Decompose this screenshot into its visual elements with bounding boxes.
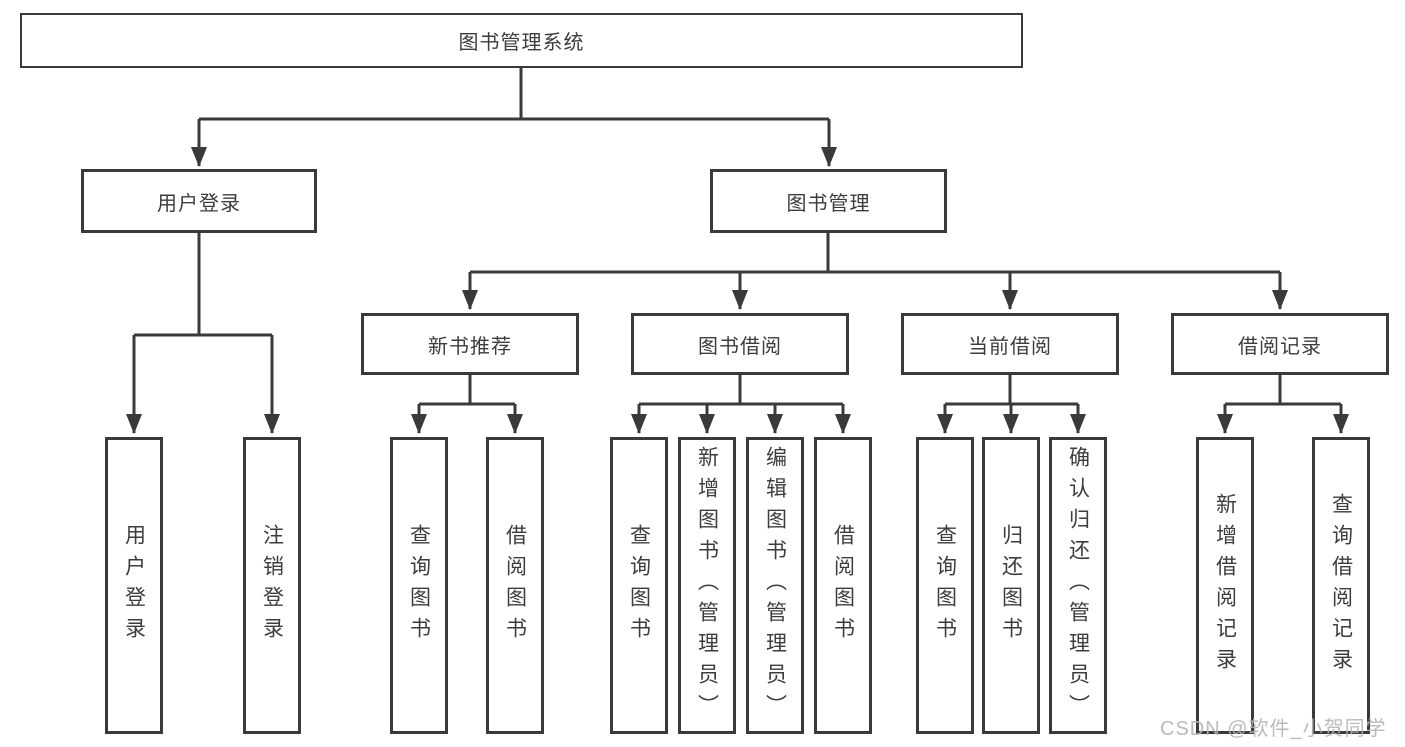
node-label: 查询图书 [627,523,651,648]
node-label: 当前借阅 [968,335,1052,358]
node-label: 归还图书 [999,523,1023,648]
leaf-query-books-current: 查询图书 [916,437,974,734]
leaf-add-book-admin: 新增图书（管理员） [678,437,736,734]
node-label: 用户登录 [157,192,241,215]
node-label: 查询图书 [407,523,431,648]
node-label: 借阅图书 [831,523,855,648]
leaf-borrow-books-recommend: 借阅图书 [486,437,544,734]
leaf-confirm-return-admin: 确认归还（管理员） [1049,437,1107,734]
csdn-watermark: CSDN @软件_小贺同学 [1160,718,1387,740]
node-label: 新增图书（管理员） [695,446,719,725]
node-label: 用户登录 [122,523,146,648]
leaf-logout: 注销登录 [243,437,301,734]
node-label: 编辑图书（管理员） [763,446,787,725]
node-user-login: 用户登录 [81,169,317,233]
node-label: 新增借阅记录 [1213,492,1237,679]
node-label: 查询图书 [933,523,957,648]
node-label: 注销登录 [260,523,284,648]
node-current-borrowing: 当前借阅 [901,313,1119,375]
leaf-query-books-borrowing: 查询图书 [610,437,668,734]
node-label: 图书管理系统 [458,32,585,54]
leaf-user-login: 用户登录 [105,437,163,734]
leaf-borrow-books-borrowing: 借阅图书 [814,437,872,734]
node-borrowing-records: 借阅记录 [1171,313,1389,375]
leaf-add-borrow-record: 新增借阅记录 [1196,437,1254,734]
node-label: 借阅记录 [1238,335,1322,358]
node-label: 图书管理 [786,192,871,215]
leaf-query-books-recommend: 查询图书 [390,437,448,734]
node-label: 图书借阅 [698,335,782,358]
node-library-management-system: 图书管理系统 [20,13,1023,68]
node-book-management: 图书管理 [710,169,947,233]
node-label: 查询借阅记录 [1329,492,1353,679]
leaf-edit-book-admin: 编辑图书（管理员） [746,437,804,734]
leaf-query-borrow-record: 查询借阅记录 [1312,437,1370,734]
node-label: 新书推荐 [428,335,512,358]
node-new-book-recommendation: 新书推荐 [361,313,579,375]
leaf-return-books: 归还图书 [982,437,1040,734]
node-label: 确认归还（管理员） [1066,446,1090,725]
node-label: 借阅图书 [503,523,527,648]
node-book-borrowing: 图书借阅 [631,313,849,375]
